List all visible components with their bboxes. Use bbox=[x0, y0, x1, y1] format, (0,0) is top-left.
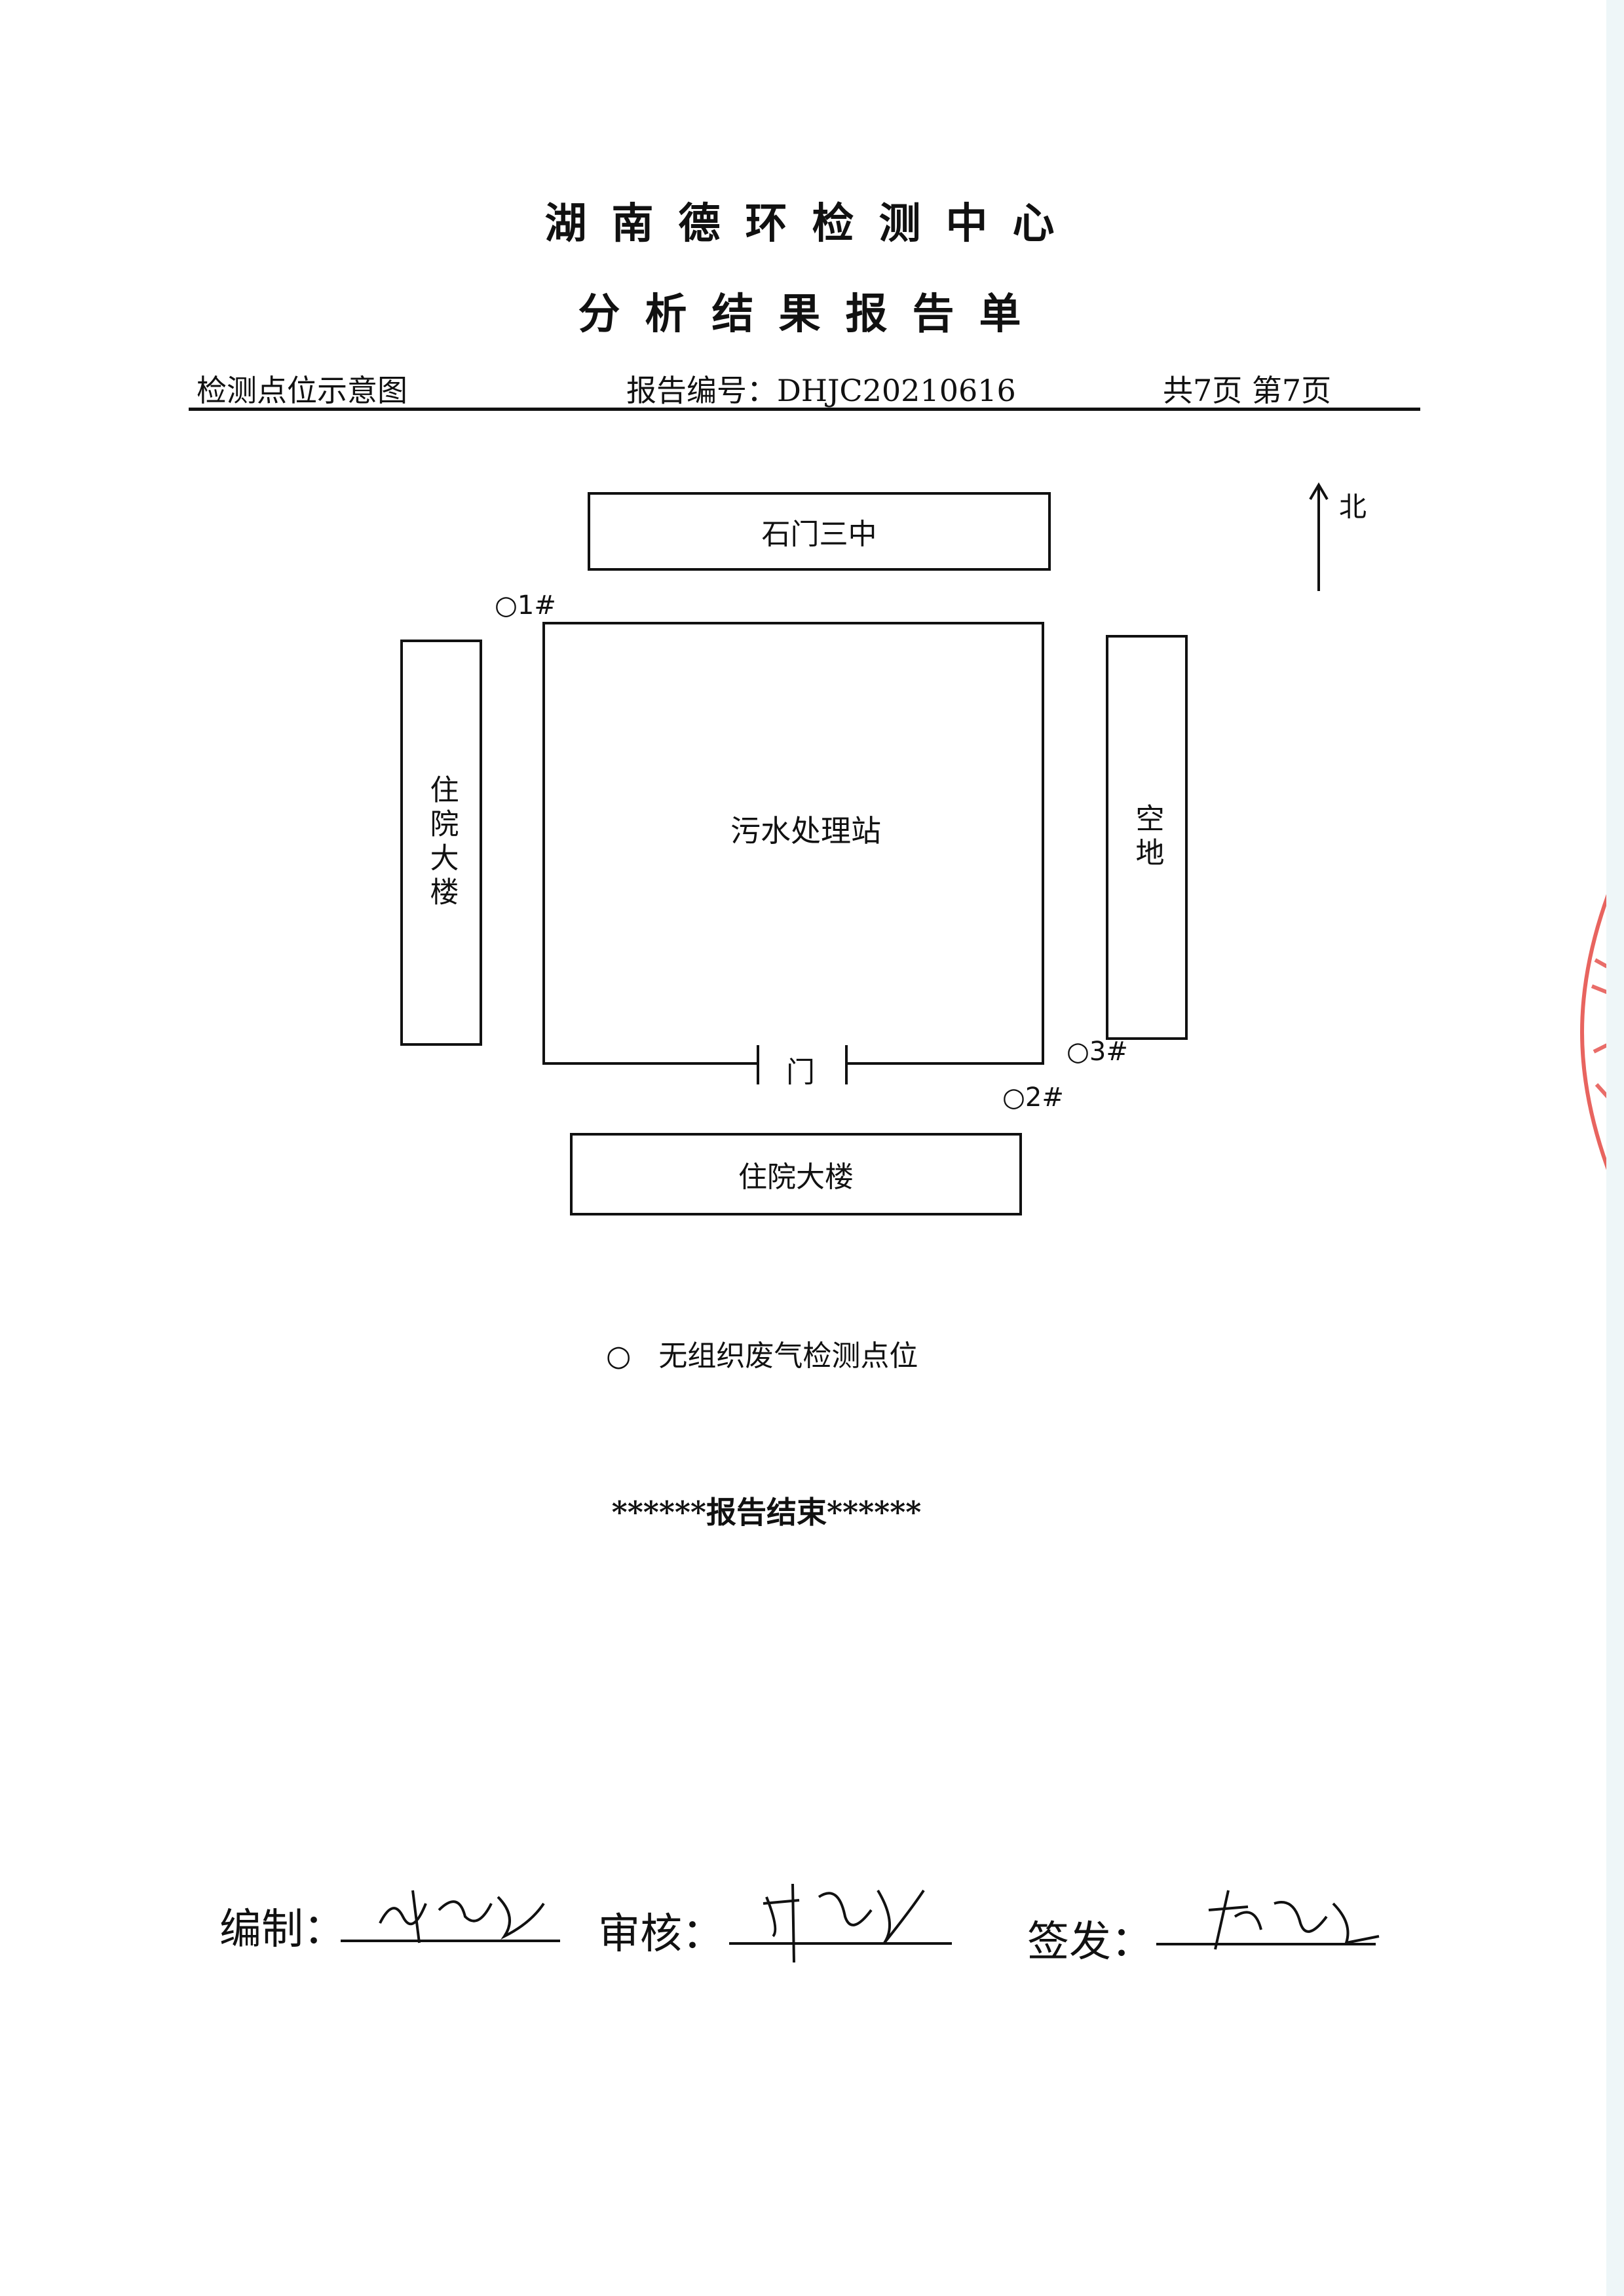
north-arrow bbox=[1309, 482, 1329, 596]
reviewed-label: 审核： bbox=[598, 1910, 724, 1959]
gate-post-right bbox=[845, 1045, 848, 1084]
gate-label: 门 bbox=[786, 1056, 815, 1089]
building-bottom-label: 住院大楼 bbox=[738, 1160, 854, 1194]
issuer-signature bbox=[1208, 1890, 1380, 1950]
point-1: ○1# bbox=[495, 590, 556, 621]
issued-signature-line bbox=[1156, 1943, 1376, 1945]
point-2: ○2# bbox=[1002, 1082, 1064, 1113]
compiled-label: 编制： bbox=[219, 1905, 345, 1954]
report-type-title: 分析结果报告单 bbox=[578, 290, 1046, 339]
compiled-signature-line bbox=[341, 1940, 560, 1942]
official-seal-stamp bbox=[1579, 893, 1610, 1171]
building-bottom: 住院大楼 bbox=[570, 1133, 1022, 1215]
legend-marker-icon: ○ bbox=[606, 1339, 632, 1373]
point-2-label: 2# bbox=[1025, 1082, 1064, 1113]
building-left: 住院大楼 bbox=[400, 640, 482, 1046]
point-marker-icon: ○ bbox=[1067, 1037, 1089, 1067]
north-label: 北 bbox=[1339, 491, 1367, 523]
report-end: ******报告结束****** bbox=[611, 1495, 922, 1530]
open-space-label: 空地 bbox=[1130, 803, 1164, 871]
point-3: ○3# bbox=[1067, 1037, 1128, 1067]
point-3-label: 3# bbox=[1089, 1037, 1128, 1067]
sewage-station-label: 污水处理站 bbox=[730, 813, 881, 849]
issued-label: 签发： bbox=[1027, 1918, 1153, 1966]
page-counter: 共7页 第7页 bbox=[1163, 373, 1332, 408]
reviewed-signature-line bbox=[729, 1942, 952, 1945]
point-1-label: 1# bbox=[517, 590, 556, 621]
point-marker-icon: ○ bbox=[1002, 1082, 1025, 1113]
north-arrow-icon bbox=[1309, 482, 1329, 591]
section-label: 检测点位示意图 bbox=[197, 373, 407, 408]
compiler-signature bbox=[379, 1890, 545, 1943]
gate-post-left bbox=[757, 1045, 759, 1084]
org-title: 湖南德环检测中心 bbox=[544, 199, 1080, 248]
legend-label: 无组织废气检测点位 bbox=[658, 1339, 918, 1373]
reviewer-signature bbox=[763, 1883, 925, 1963]
scan-edge bbox=[1606, 0, 1624, 2296]
report-number: 报告编号：DHJC20210616 bbox=[626, 373, 1016, 408]
building-top: 石门三中 bbox=[588, 492, 1051, 571]
header-rule bbox=[189, 408, 1420, 411]
open-space: 空地 bbox=[1106, 635, 1188, 1040]
sewage-station bbox=[542, 622, 1044, 1065]
station-wall-bottom-left bbox=[542, 1062, 759, 1065]
legend: ○ 无组织废气检测点位 bbox=[606, 1332, 918, 1374]
station-wall-bottom-right bbox=[845, 1062, 1044, 1065]
building-top-label: 石门三中 bbox=[761, 518, 877, 551]
point-marker-icon: ○ bbox=[495, 590, 518, 621]
building-left-label: 住院大楼 bbox=[425, 775, 459, 911]
